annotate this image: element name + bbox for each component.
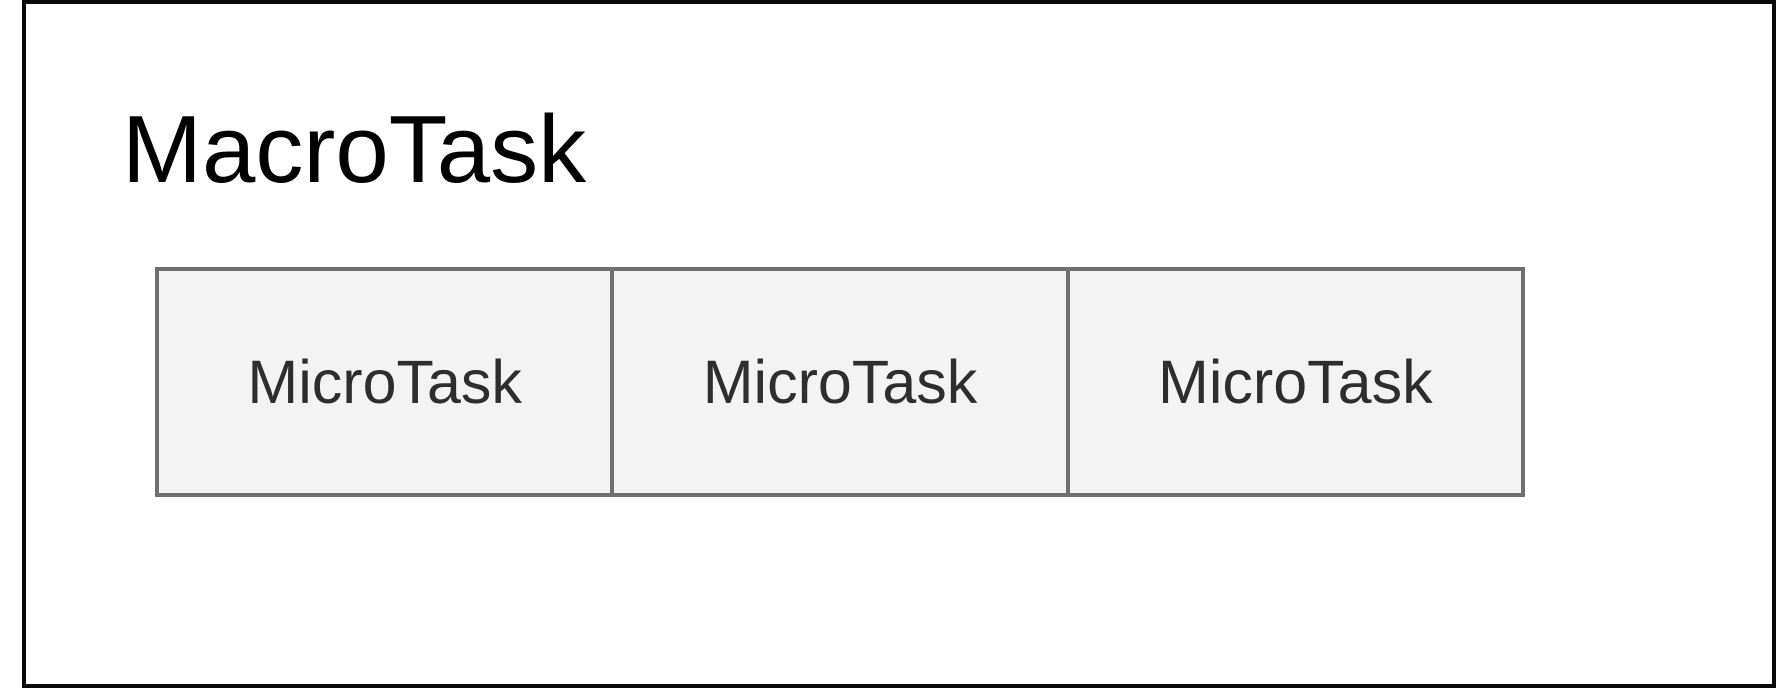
microtask-box: MicroTask — [610, 271, 1066, 493]
microtask-box: MicroTask — [159, 271, 611, 493]
microtask-label: MicroTask — [702, 347, 978, 416]
macrotask-title: MacroTask — [122, 96, 587, 203]
microtask-label: MicroTask — [1158, 347, 1433, 416]
microtask-box: MicroTask — [1065, 271, 1521, 493]
microtask-label: MicroTask — [247, 347, 522, 416]
macrotask-box: MacroTask MicroTask MicroTask MicroTask — [22, 0, 1776, 688]
microtask-row: MicroTask MicroTask MicroTask — [155, 267, 1525, 497]
